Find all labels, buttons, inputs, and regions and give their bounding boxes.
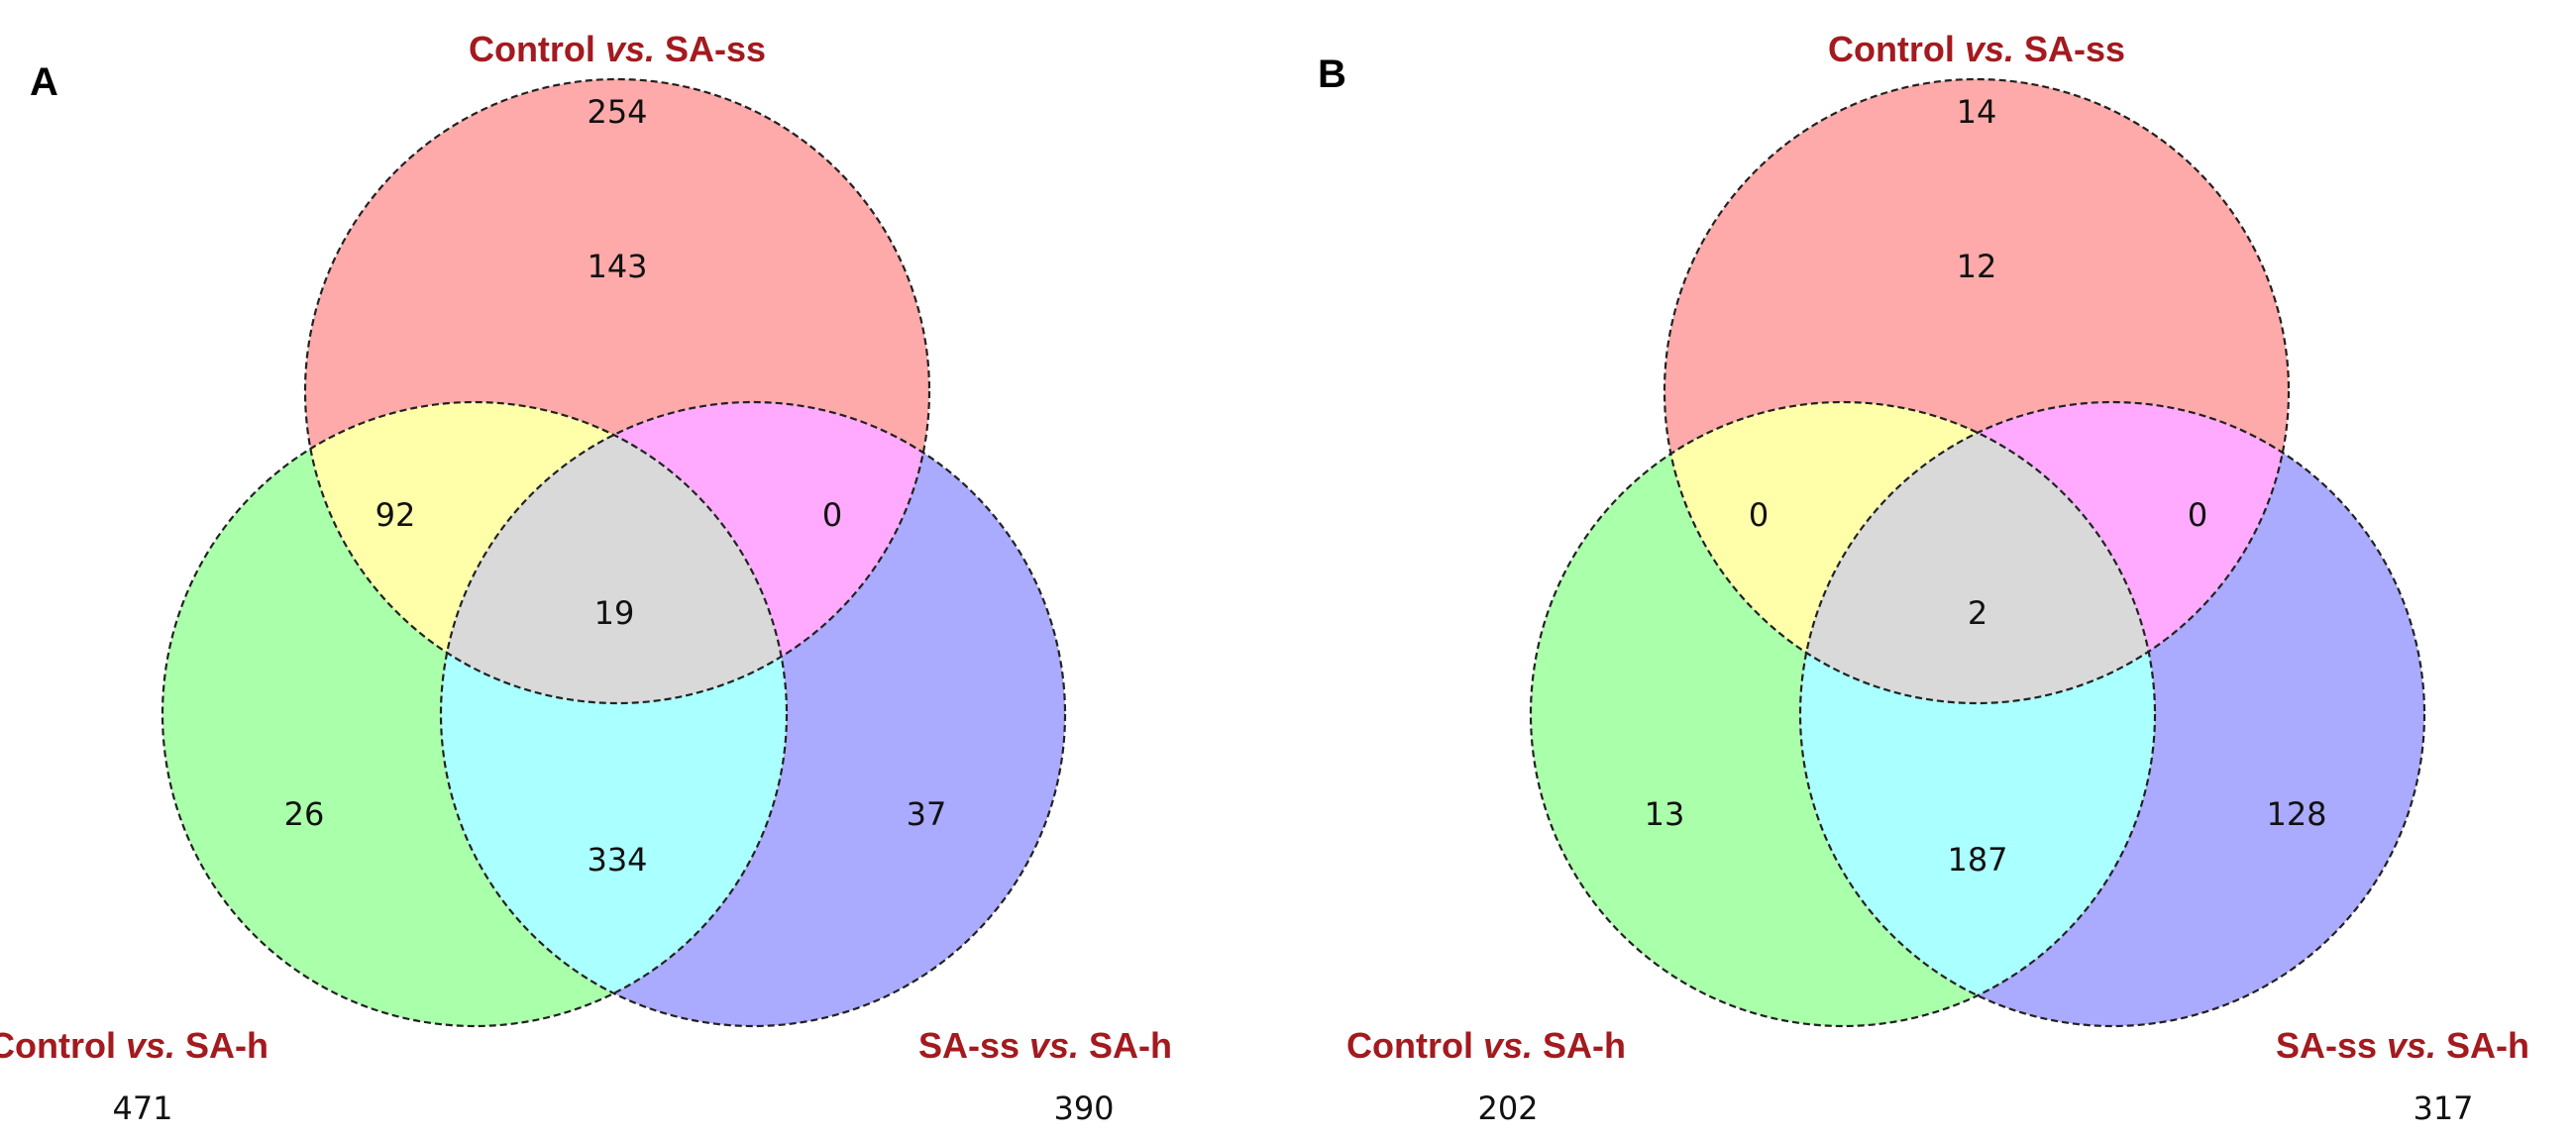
count-right-only-b: 128 xyxy=(2266,795,2326,833)
set-title-right-b: SA-ss vs. SA-h xyxy=(2276,1025,2529,1066)
count-top-right-a: 0 xyxy=(822,496,842,534)
set-total-top-a: 254 xyxy=(587,93,647,131)
circle-outline-top-a xyxy=(303,77,931,705)
count-all-a: 19 xyxy=(594,594,635,632)
set-title-right-a: SA-ss vs. SA-h xyxy=(918,1025,1172,1066)
count-top-only-b: 12 xyxy=(1957,248,1997,285)
set-total-left-a: 471 xyxy=(112,1089,172,1127)
region-all-a xyxy=(441,402,787,703)
venn-panel-b: B Control vs. SA-ss 14 Control xyxy=(1318,29,2529,1127)
set-total-left-b: 202 xyxy=(1477,1089,1538,1127)
count-top-right-b: 0 xyxy=(2188,496,2207,534)
panel-letter-a: A xyxy=(30,60,58,104)
circle-outline-top-b xyxy=(1663,77,2291,705)
count-left-right-b: 187 xyxy=(1947,841,2007,879)
count-all-b: 2 xyxy=(1968,594,1987,632)
set-total-right-a: 390 xyxy=(1053,1089,1114,1127)
set-title-left-b: Control vs. SA-h xyxy=(1346,1025,1626,1066)
panel-letter-b: B xyxy=(1318,52,1346,96)
circle-outline-right-a xyxy=(439,400,1067,1028)
venn-regions-a xyxy=(161,77,1067,1028)
count-left-only-b: 13 xyxy=(1645,795,1685,833)
set-total-top-b: 14 xyxy=(1957,93,1997,131)
count-right-only-a: 37 xyxy=(907,795,947,833)
count-left-right-a: 334 xyxy=(587,841,647,879)
count-top-left-b: 0 xyxy=(1749,496,1769,534)
circle-outline-left-a xyxy=(161,400,789,1028)
set-title-top-b: Control vs. SA-ss xyxy=(1828,29,2125,69)
set-title-top-a: Control vs. SA-ss xyxy=(469,29,766,69)
venn-panel-a: A Control vs. SA-ss 254 Contro xyxy=(0,29,1172,1127)
circle-outline-right-b xyxy=(1798,400,2426,1028)
venn-regions-b xyxy=(1529,77,2426,1028)
set-total-right-b: 317 xyxy=(2413,1089,2473,1127)
count-top-left-a: 92 xyxy=(376,496,416,534)
count-top-only-a: 143 xyxy=(587,248,647,285)
set-title-left-a: Control vs. SA-h xyxy=(0,1025,268,1066)
region-all-b xyxy=(1800,402,2155,703)
circle-outline-left-b xyxy=(1529,400,2157,1028)
count-left-only-a: 26 xyxy=(284,795,325,833)
